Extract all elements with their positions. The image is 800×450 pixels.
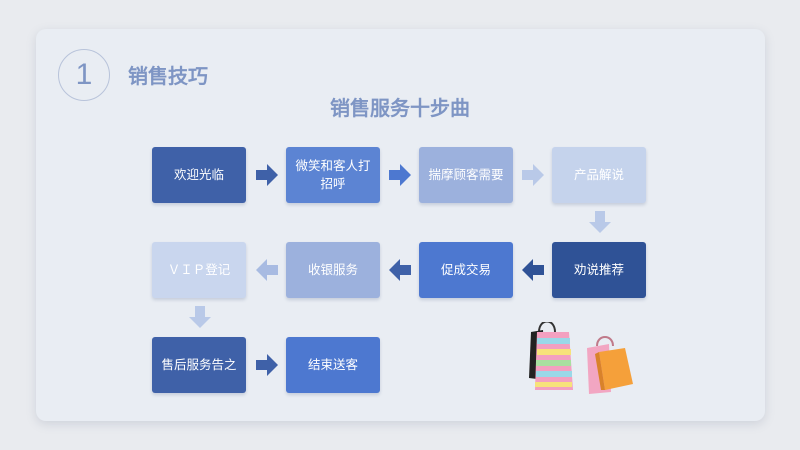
- arrow-right-icon: [522, 164, 544, 186]
- step-3-box: 揣摩顾客需要: [419, 147, 513, 203]
- section-heading: 销售技巧: [128, 64, 208, 88]
- step-7-box: 收银服务: [286, 242, 380, 298]
- arrow-right-icon: [389, 164, 411, 186]
- arrow-right-icon: [256, 164, 278, 186]
- step-8-box: ＶＩＰ登记: [152, 242, 246, 298]
- step-6-box: 促成交易: [419, 242, 513, 298]
- step-1-box: 欢迎光临: [152, 147, 246, 203]
- shopping-bags-icon: [529, 322, 633, 394]
- arrow-down-icon: [189, 306, 211, 328]
- section-number-circle: 1: [58, 49, 110, 101]
- step-5-box: 劝说推荐: [552, 242, 646, 298]
- arrow-left-icon: [522, 259, 544, 281]
- step-9-box: 售后服务告之: [152, 337, 246, 393]
- arrow-left-icon: [389, 259, 411, 281]
- page-title: 销售服务十步曲: [330, 96, 470, 120]
- step-10-box: 结束送客: [286, 337, 380, 393]
- step-2-box: 微笑和客人打招呼: [286, 147, 380, 203]
- step-4-box: 产品解说: [552, 147, 646, 203]
- arrow-left-icon: [256, 259, 278, 281]
- arrow-right-icon: [256, 354, 278, 376]
- arrow-down-icon: [589, 211, 611, 233]
